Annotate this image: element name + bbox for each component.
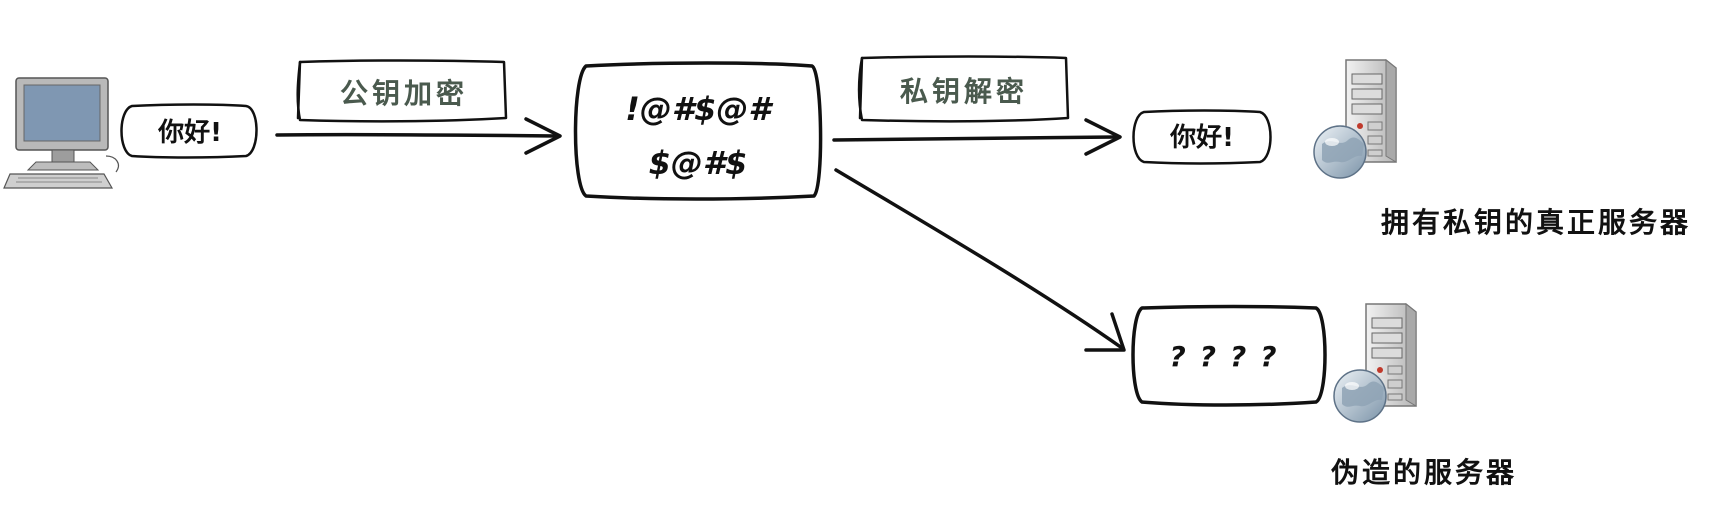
real-server-label: 拥有私钥的真正服务器 — [1381, 206, 1691, 239]
decrypted-message-text: 你好! — [1169, 123, 1234, 153]
fake-server-icon — [1333, 303, 1417, 423]
ciphertext-box: !@#$@# $@#$ — [573, 61, 823, 201]
decrypt-label-text: 私钥解密 — [900, 75, 1028, 108]
decrypt-label-box: 私钥解密 — [857, 55, 1070, 123]
ciphertext-line-1: !@#$@# — [625, 90, 773, 128]
ciphertext-line-2: $@#$ — [649, 144, 748, 182]
client-message-text: 你好! — [157, 118, 222, 148]
encrypt-label-box: 公钥加密 — [296, 59, 508, 123]
unknown-message-box: ???? — [1131, 304, 1327, 407]
unknown-message-text: ???? — [1170, 340, 1291, 373]
desktop-computer-icon — [3, 77, 119, 189]
arrow-to-fake-server — [834, 168, 1126, 352]
arrow-to-ciphertext — [275, 117, 562, 155]
arrow-to-real-server — [832, 118, 1122, 156]
encrypt-label-text: 公钥加密 — [340, 77, 468, 110]
real-server-icon — [1313, 59, 1397, 179]
decrypted-message-box: 你好! — [1132, 109, 1272, 165]
fake-server-label: 伪造的服务器 — [1331, 456, 1517, 489]
client-message-box: 你好! — [120, 103, 258, 159]
